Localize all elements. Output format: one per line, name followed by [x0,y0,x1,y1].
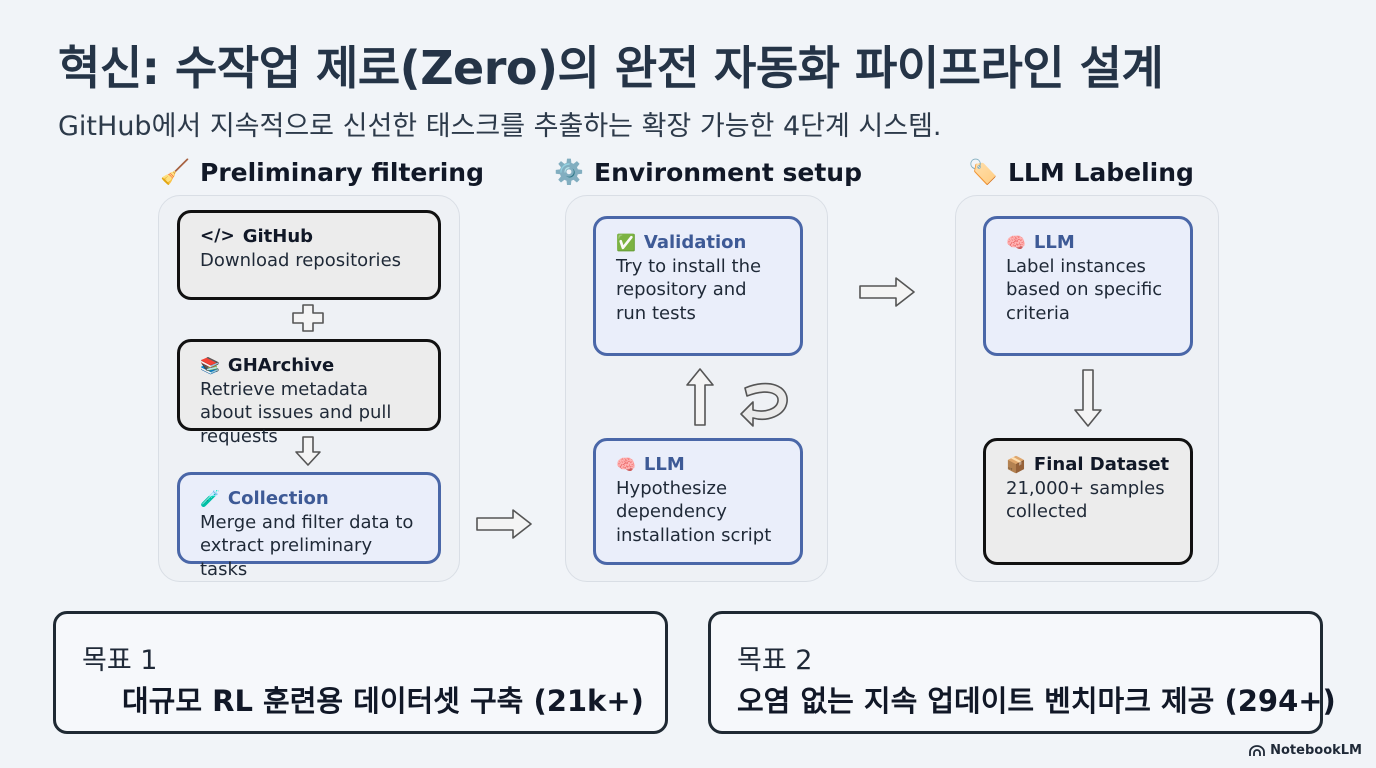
card-body: Label instances based on specific criter… [1006,255,1163,324]
card-title: GitHub [242,226,314,247]
brand-label: NotebookLM [1270,743,1362,758]
panel-llm-labeling: 🧠 LLM Label instances based on specific c… [955,195,1219,582]
panel-environment-setup: ✅ Validation Try to install the repositor… [565,195,828,582]
notebooklm-logo-icon [1249,744,1266,756]
card-body: Download repositories [200,249,402,271]
goal-text: 대규모 RL 훈련용 데이터셋 구축 (21k+) [122,684,644,718]
card-gharchive: 📚 GHArchive Retrieve metadata about issue… [177,339,441,447]
goal-box-1: 목표 1 대규모 RL 훈련용 데이터셋 구축 (21k+) [53,611,668,734]
goal-box-2: 목표 2 오염 없는 지속 업데이트 벤치마크 제공 (294+) [708,611,1336,734]
card-title: Collection [227,488,329,509]
arrow-down-icon [1074,369,1102,427]
card-body: Try to install the repository and run te… [616,255,762,324]
card-body: 21,000+ samples collected [1006,477,1165,523]
books-icon: 📚 [200,356,220,375]
card-title: GHArchive [227,355,335,376]
goal-label: 목표 2 [737,645,813,676]
goal-text: 오염 없는 지속 업데이트 벤치마크 제공 (294+) [737,684,1336,718]
column-heading-llm-labeling: 🏷️ LLM Labeling [968,156,1194,188]
retry-loop-icon [740,382,788,427]
card-title: Final Dataset [1033,454,1170,475]
card-title: LLM [1033,232,1075,253]
card-collection: 🧪 Collection Merge and filter data to ext… [177,472,441,580]
arrow-right-icon [476,509,532,539]
card-github: </> GitHub Download repositories [177,210,441,300]
code-icon: </> [200,226,235,246]
arrow-down-icon [295,436,321,466]
check-icon: ✅ [616,233,636,252]
notebooklm-brand: NotebookLM [1249,743,1362,758]
goal-label: 목표 1 [82,645,158,676]
plus-icon [292,304,324,332]
arrow-up-icon [686,368,714,426]
broom-icon: 🧹 [160,158,190,186]
card-llm-label: 🧠 LLM Label instances based on specific c… [983,216,1193,356]
gear-icon: ⚙️ [554,158,584,186]
brain-icon: 🧠 [616,455,636,474]
card-final-dataset: 📦 Final Dataset 21,000+ samples collected [983,438,1193,565]
card-title: Validation [643,232,747,253]
card-llm-hypothesize: 🧠 LLM Hypothesize dependency installation… [593,438,803,565]
page-title: 혁신: 수작업 제로(Zero)의 완전 자동화 파이프라인 설계 [58,41,1164,95]
package-icon: 📦 [1006,455,1026,474]
brain-icon: 🧠 [1006,233,1026,252]
column-heading-preliminary-filtering: 🧹 Preliminary filtering [160,156,484,188]
column-heading-label: Preliminary filtering [200,157,484,187]
card-body: Merge and filter data to extract prelimi… [200,511,414,580]
test-tube-icon: 🧪 [200,489,220,508]
arrow-right-icon [859,277,915,307]
tag-icon: 🏷️ [968,158,998,186]
card-body: Retrieve metadata about issues and pull … [200,378,392,447]
card-title: LLM [643,454,685,475]
column-heading-environment-setup: ⚙️ Environment setup [554,156,862,188]
column-heading-label: LLM Labeling [1008,157,1194,187]
page-subtitle: GitHub에서 지속적으로 신선한 태스크를 추출하는 확장 가능한 4단계 … [58,111,942,142]
card-body: Hypothesize dependency installation scri… [616,477,772,546]
column-heading-label: Environment setup [594,157,862,187]
panel-preliminary-filtering: </> GitHub Download repositories 📚 GHArchi… [158,195,460,582]
card-validation: ✅ Validation Try to install the repositor… [593,216,803,356]
